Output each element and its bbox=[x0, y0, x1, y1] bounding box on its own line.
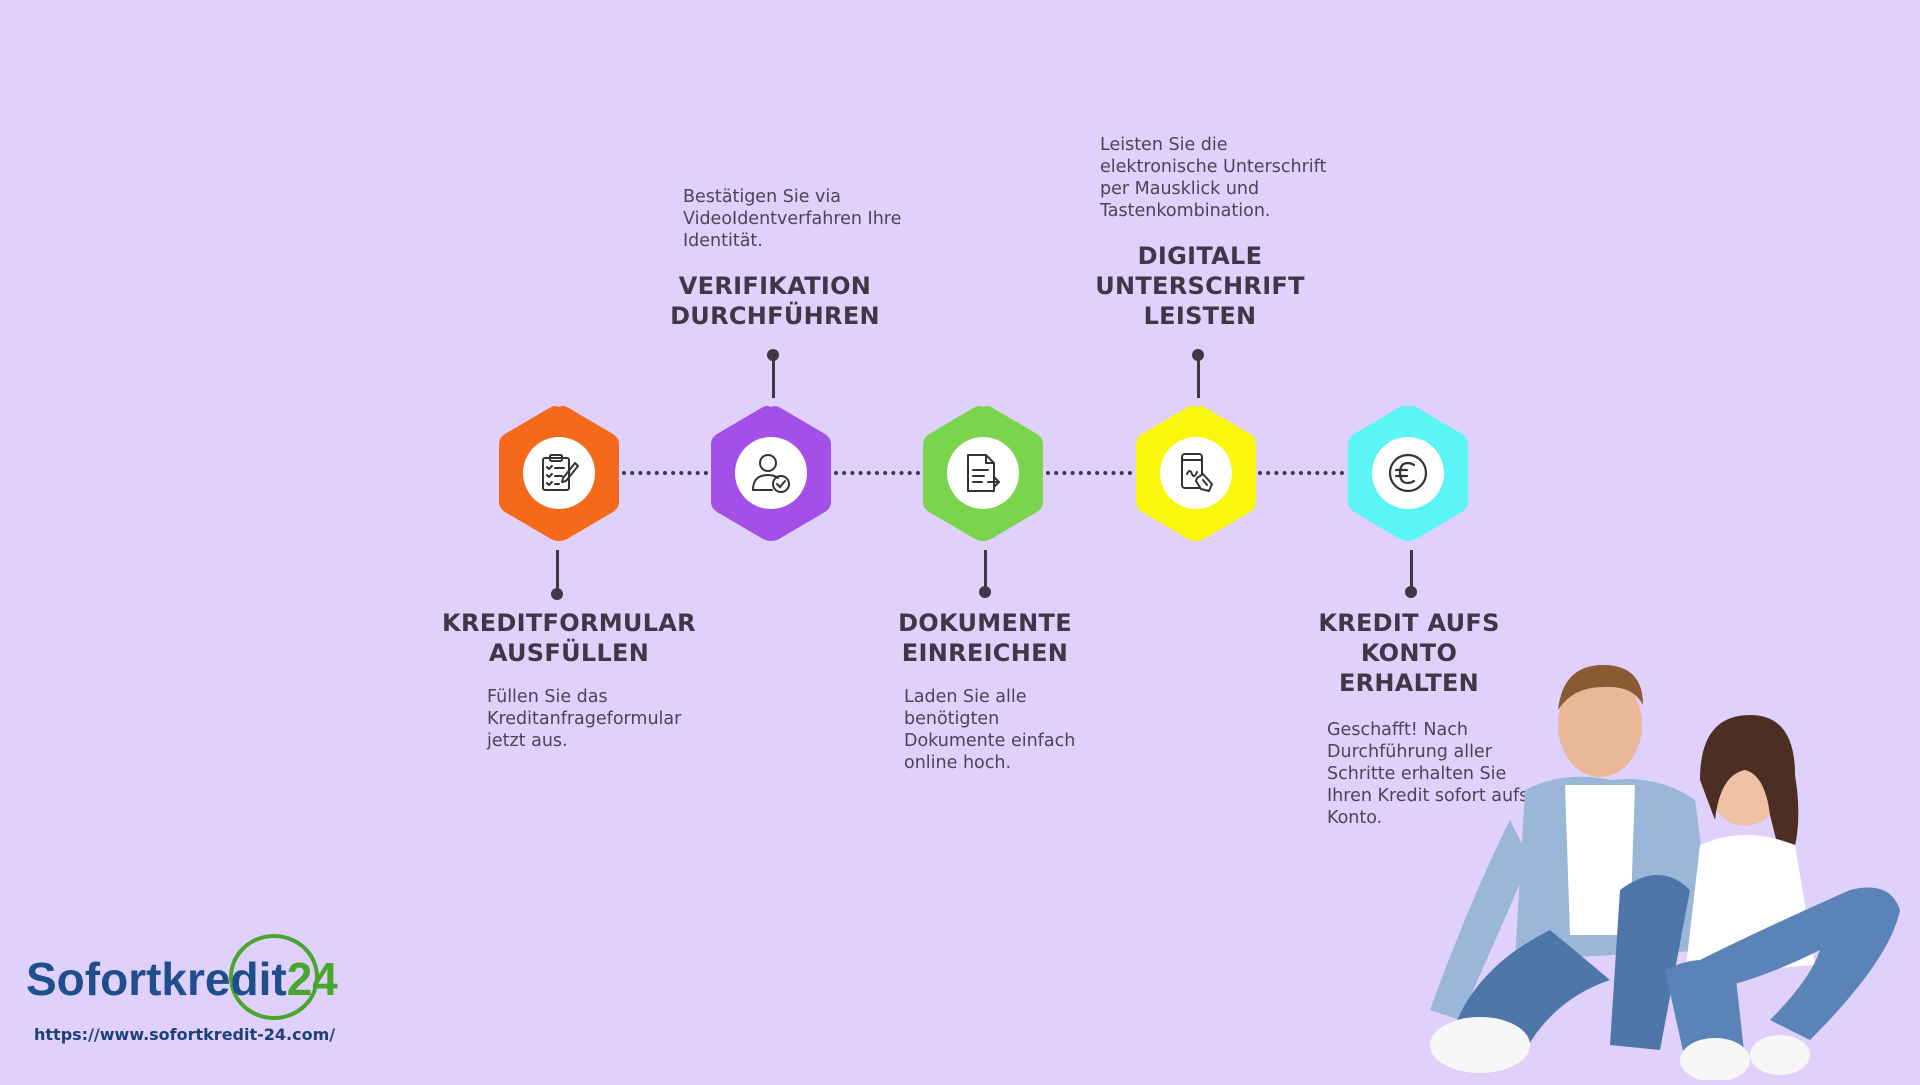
logo-ring-icon bbox=[229, 934, 319, 1020]
step-4-description: Leisten Sie die elektronische Unterschri… bbox=[1100, 135, 1327, 221]
brand-logo: Sofortkredit24 bbox=[26, 932, 338, 1022]
step-3-hexagon bbox=[921, 404, 1045, 542]
step-5-icon-circle bbox=[1372, 437, 1444, 509]
user-check-icon bbox=[748, 450, 794, 496]
euro-coin-icon bbox=[1386, 451, 1430, 495]
stem-knob-step-2 bbox=[767, 349, 779, 361]
connector-3-4 bbox=[1046, 471, 1132, 475]
step-3-icon-circle bbox=[947, 437, 1019, 509]
stem-step-5 bbox=[1410, 550, 1413, 592]
document-upload-icon bbox=[960, 450, 1006, 496]
step-5-title: KREDIT AUFS KONTO ERHALTEN bbox=[1318, 609, 1500, 697]
step-2-description: Bestätigen Sie via VideoIdentverfahren I… bbox=[683, 187, 902, 251]
step-3-title: DOKUMENTE EINREICHEN bbox=[898, 609, 1072, 667]
stem-step-3 bbox=[984, 550, 987, 592]
step-1-description: Füllen Sie das Kreditanfrageformular jet… bbox=[487, 687, 682, 751]
step-2-icon-circle bbox=[735, 437, 807, 509]
stem-step-4 bbox=[1197, 356, 1200, 398]
phone-touch-sign-icon bbox=[1173, 450, 1219, 496]
step-1-icon-circle bbox=[523, 437, 595, 509]
connector-2-3 bbox=[834, 471, 920, 475]
step-4-icon-circle bbox=[1160, 437, 1232, 509]
step-5-description: Geschafft! Nach Durchführung aller Schri… bbox=[1327, 720, 1529, 828]
stem-step-1 bbox=[556, 550, 559, 592]
logo-text-number: 24 bbox=[286, 953, 338, 1005]
couple-photo-icon bbox=[1430, 665, 1900, 1082]
step-1-title: KREDITFORMULAR AUSFÜLLEN bbox=[442, 609, 696, 667]
step-2-hexagon bbox=[709, 404, 833, 542]
clipboard-checklist-icon bbox=[537, 451, 581, 495]
step-5-hexagon bbox=[1346, 404, 1470, 542]
step-3-description: Laden Sie alle benötigten Dokumente einf… bbox=[904, 687, 1076, 773]
couple-photo bbox=[1400, 660, 1920, 1082]
step-4-title: DIGITALE UNTERSCHRIFT LEISTEN bbox=[1095, 242, 1305, 330]
stem-knob-step-1 bbox=[551, 588, 563, 600]
stem-step-2 bbox=[772, 356, 775, 398]
stem-knob-step-4 bbox=[1192, 349, 1204, 361]
logo-text-main: Sofortkredit bbox=[26, 953, 287, 1005]
step-4-hexagon bbox=[1134, 404, 1258, 542]
step-2-title: VERIFIKATION DURCHFÜHREN bbox=[670, 272, 880, 330]
stem-knob-step-5 bbox=[1405, 586, 1417, 598]
connector-4-5 bbox=[1258, 471, 1344, 475]
website-url[interactable]: https://www.sofortkredit-24.com/ bbox=[34, 1025, 336, 1044]
step-1-hexagon bbox=[497, 404, 621, 542]
stem-knob-step-3 bbox=[979, 586, 991, 598]
connector-1-2 bbox=[622, 471, 708, 475]
